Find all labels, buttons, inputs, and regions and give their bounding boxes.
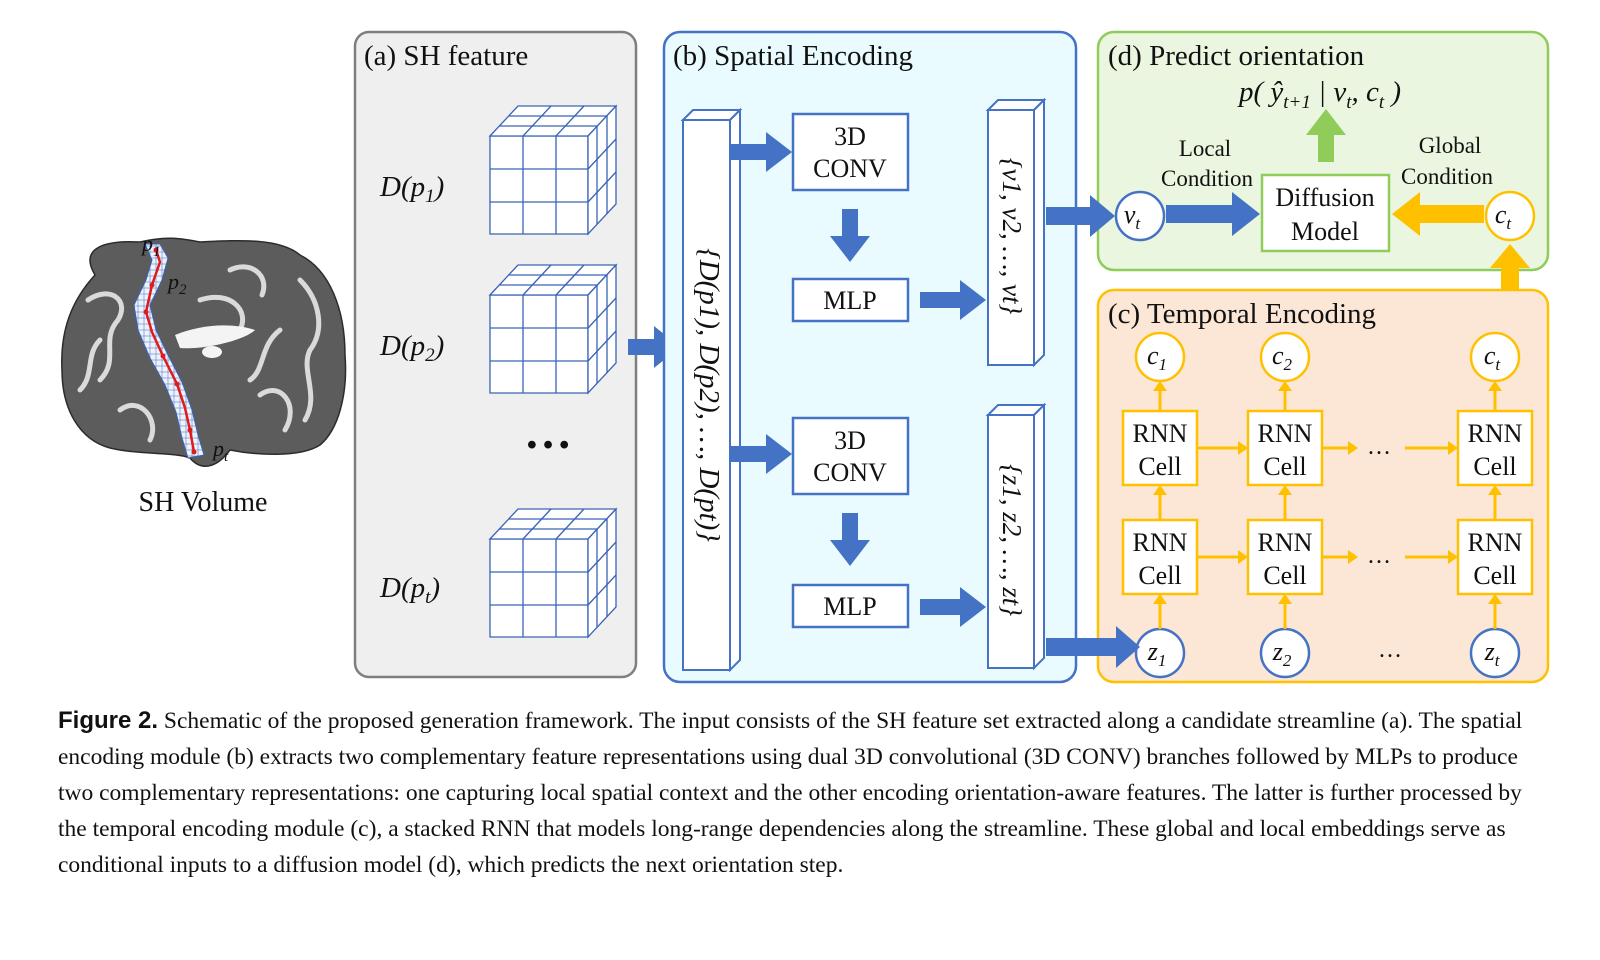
feature-label-d-pt: D(pt)	[379, 572, 440, 608]
output-bar-v: {v1, v2, …, vt}	[985, 97, 1047, 368]
panel-a-title: (a) SH feature	[364, 40, 528, 72]
arrow-cell-to-cell-2-head	[1278, 485, 1292, 495]
arrow-h3-row2-head	[1448, 550, 1458, 564]
mlp-upper-label: MLP	[823, 286, 876, 315]
arrow-cell-to-c-3-head	[1488, 381, 1502, 391]
streamline	[144, 249, 196, 453]
streamline-points	[143, 247, 197, 455]
panel-sh-feature: (a) SH feature D(p1) D(p2) D(pt) …	[353, 30, 638, 679]
conv-lower-line2: CONV	[813, 458, 887, 487]
rnn-ellipsis-row1: …	[1367, 434, 1391, 460]
predict-formula: p( ŷt+1 | vt, ct )	[1237, 76, 1401, 113]
input-set-bar: {D(p1), D(p2), …, D(pt)}	[680, 107, 743, 673]
conv-box-lower	[791, 416, 910, 496]
panel-d-title: (d) Predict orientation	[1108, 40, 1365, 72]
sh-cube-1	[488, 104, 618, 236]
rnn-cell-label2-r1-c1: Cell	[1138, 452, 1181, 481]
output-bar-z: {z1, z2, …, zt}	[985, 402, 1047, 671]
local-condition-arrow	[1166, 192, 1260, 236]
local-node-vt	[1114, 190, 1166, 242]
input-set-label: {D(p1), D(p2), …, D(pt)}	[693, 248, 725, 542]
conv-box-upper	[791, 112, 910, 192]
rnn-cell-label2-r2-c2: Cell	[1263, 561, 1306, 590]
rnn-cell-label1-r2-c2: RNN	[1258, 528, 1313, 557]
panel-b-box	[662, 30, 1078, 684]
panel-a-ellipsis: …	[524, 406, 572, 459]
arrow-cell-to-c-1-head	[1153, 381, 1167, 391]
panel-temporal-encoding: (c) Temporal Encoding c1z1RNNCellRNNCell…	[1096, 288, 1550, 684]
rnn-cell-label1-r1-c3: RNN	[1468, 419, 1523, 448]
sh-volume: p1 p2 pt SH Volume	[61, 231, 347, 518]
panel-b-title: (b) Spatial Encoding	[673, 40, 913, 72]
mlp-box-upper	[791, 277, 910, 323]
local-condition-line2: Condition	[1161, 166, 1254, 191]
global-condition-arrow	[1392, 192, 1484, 236]
arrow-h1-row1-head	[1238, 441, 1248, 455]
rnn-cell-label1-r2-c1: RNN	[1133, 528, 1188, 557]
ventricle	[175, 325, 255, 349]
caption-text: Schematic of the proposed generation fra…	[58, 708, 1523, 878]
panel-predict-orientation: (d) Predict orientation p( ŷt+1 | vt, ct…	[1096, 30, 1550, 272]
output-v-label: {v1, v2, …, vt}	[997, 158, 1027, 315]
rnn-cell-label2-r2-c1: Cell	[1138, 561, 1181, 590]
rnn-cell-label2-r2-c3: Cell	[1473, 561, 1516, 590]
arrow-z-to-z1	[1046, 626, 1140, 668]
conv-lower-line1: 3D	[834, 426, 866, 455]
panel-c-title: (c) Temporal Encoding	[1108, 298, 1376, 330]
panel-b-arrows	[730, 132, 986, 627]
ventricle-lower	[202, 346, 222, 358]
input-ellipsis: …	[1378, 637, 1402, 663]
output-z-label: {z1, z2, …, zt}	[997, 464, 1027, 616]
mlp-lower-label: MLP	[823, 592, 876, 621]
rnn-cell-r1-c3	[1456, 409, 1534, 487]
global-node-ct	[1484, 190, 1536, 242]
caption-label: Figure 2.	[58, 707, 159, 734]
arrow-h2-row1-head	[1348, 441, 1358, 455]
sh-volume-label: SH Volume	[139, 487, 268, 518]
rnn-ellipsis-row2: …	[1367, 543, 1391, 569]
arrow-h3-row1-head	[1448, 441, 1458, 455]
output-arrow	[1306, 109, 1346, 162]
rnn-cell-label2-r1-c3: Cell	[1473, 452, 1516, 481]
rnn-grid: c1z1RNNCellRNNCellc2z2RNNCellRNNCellctzt…	[1121, 331, 1534, 679]
framework-diagram: p1 p2 pt SH Volume (a) SH feature D(p1) …	[61, 30, 1550, 684]
global-condition-line1: Global	[1419, 133, 1482, 158]
arrow-z-to-cell-2-head	[1278, 594, 1292, 604]
conv-upper-line1: 3D	[834, 122, 866, 151]
diffusion-label-1: Diffusion	[1275, 183, 1374, 212]
diffusion-label-2: Model	[1291, 217, 1359, 246]
arrow-v-to-vt	[1046, 195, 1115, 237]
feature-label-d-p2: D(p2)	[379, 330, 444, 366]
rnn-cell-label1-r1-c2: RNN	[1258, 419, 1313, 448]
figure-caption: Figure 2. Schematic of the proposed gene…	[58, 703, 1553, 883]
arrow-z-to-cell-3-head	[1488, 594, 1502, 604]
local-condition-line1: Local	[1179, 136, 1231, 161]
arrow-cell-to-cell-3-head	[1488, 485, 1502, 495]
rnn-cell-label1-r1-c1: RNN	[1133, 419, 1188, 448]
arrow-h1-row2-head	[1238, 550, 1248, 564]
rnn-cell-label1-r2-c3: RNN	[1468, 528, 1523, 557]
arrow-cell-to-c-2-head	[1278, 381, 1292, 391]
arrow-z-to-cell-1-head	[1153, 594, 1167, 604]
rnn-cell-r1-c1	[1121, 409, 1199, 487]
panel-spatial-encoding: (b) Spatial Encoding {D(p1), D(p2), …, D…	[662, 30, 1078, 684]
point-label-p1: p1	[140, 231, 161, 260]
arrow-cell-to-cell-1-head	[1153, 485, 1167, 495]
global-condition-line2: Condition	[1401, 164, 1494, 189]
rnn-cell-r2-c3	[1456, 518, 1534, 596]
sh-cube-2	[489, 264, 617, 394]
mlp-box-lower	[791, 583, 910, 629]
rnn-cell-label2-r1-c2: Cell	[1263, 452, 1306, 481]
diffusion-model-box	[1260, 173, 1391, 253]
arrow-h2-row2-head	[1348, 550, 1358, 564]
conv-upper-line2: CONV	[813, 154, 887, 183]
sh-cube-t	[489, 508, 617, 638]
arrow-ct-up	[1490, 244, 1530, 292]
feature-label-d-p1: D(p1)	[379, 171, 444, 207]
streamline-voxels	[133, 243, 205, 459]
white-matter-texture	[77, 264, 322, 443]
